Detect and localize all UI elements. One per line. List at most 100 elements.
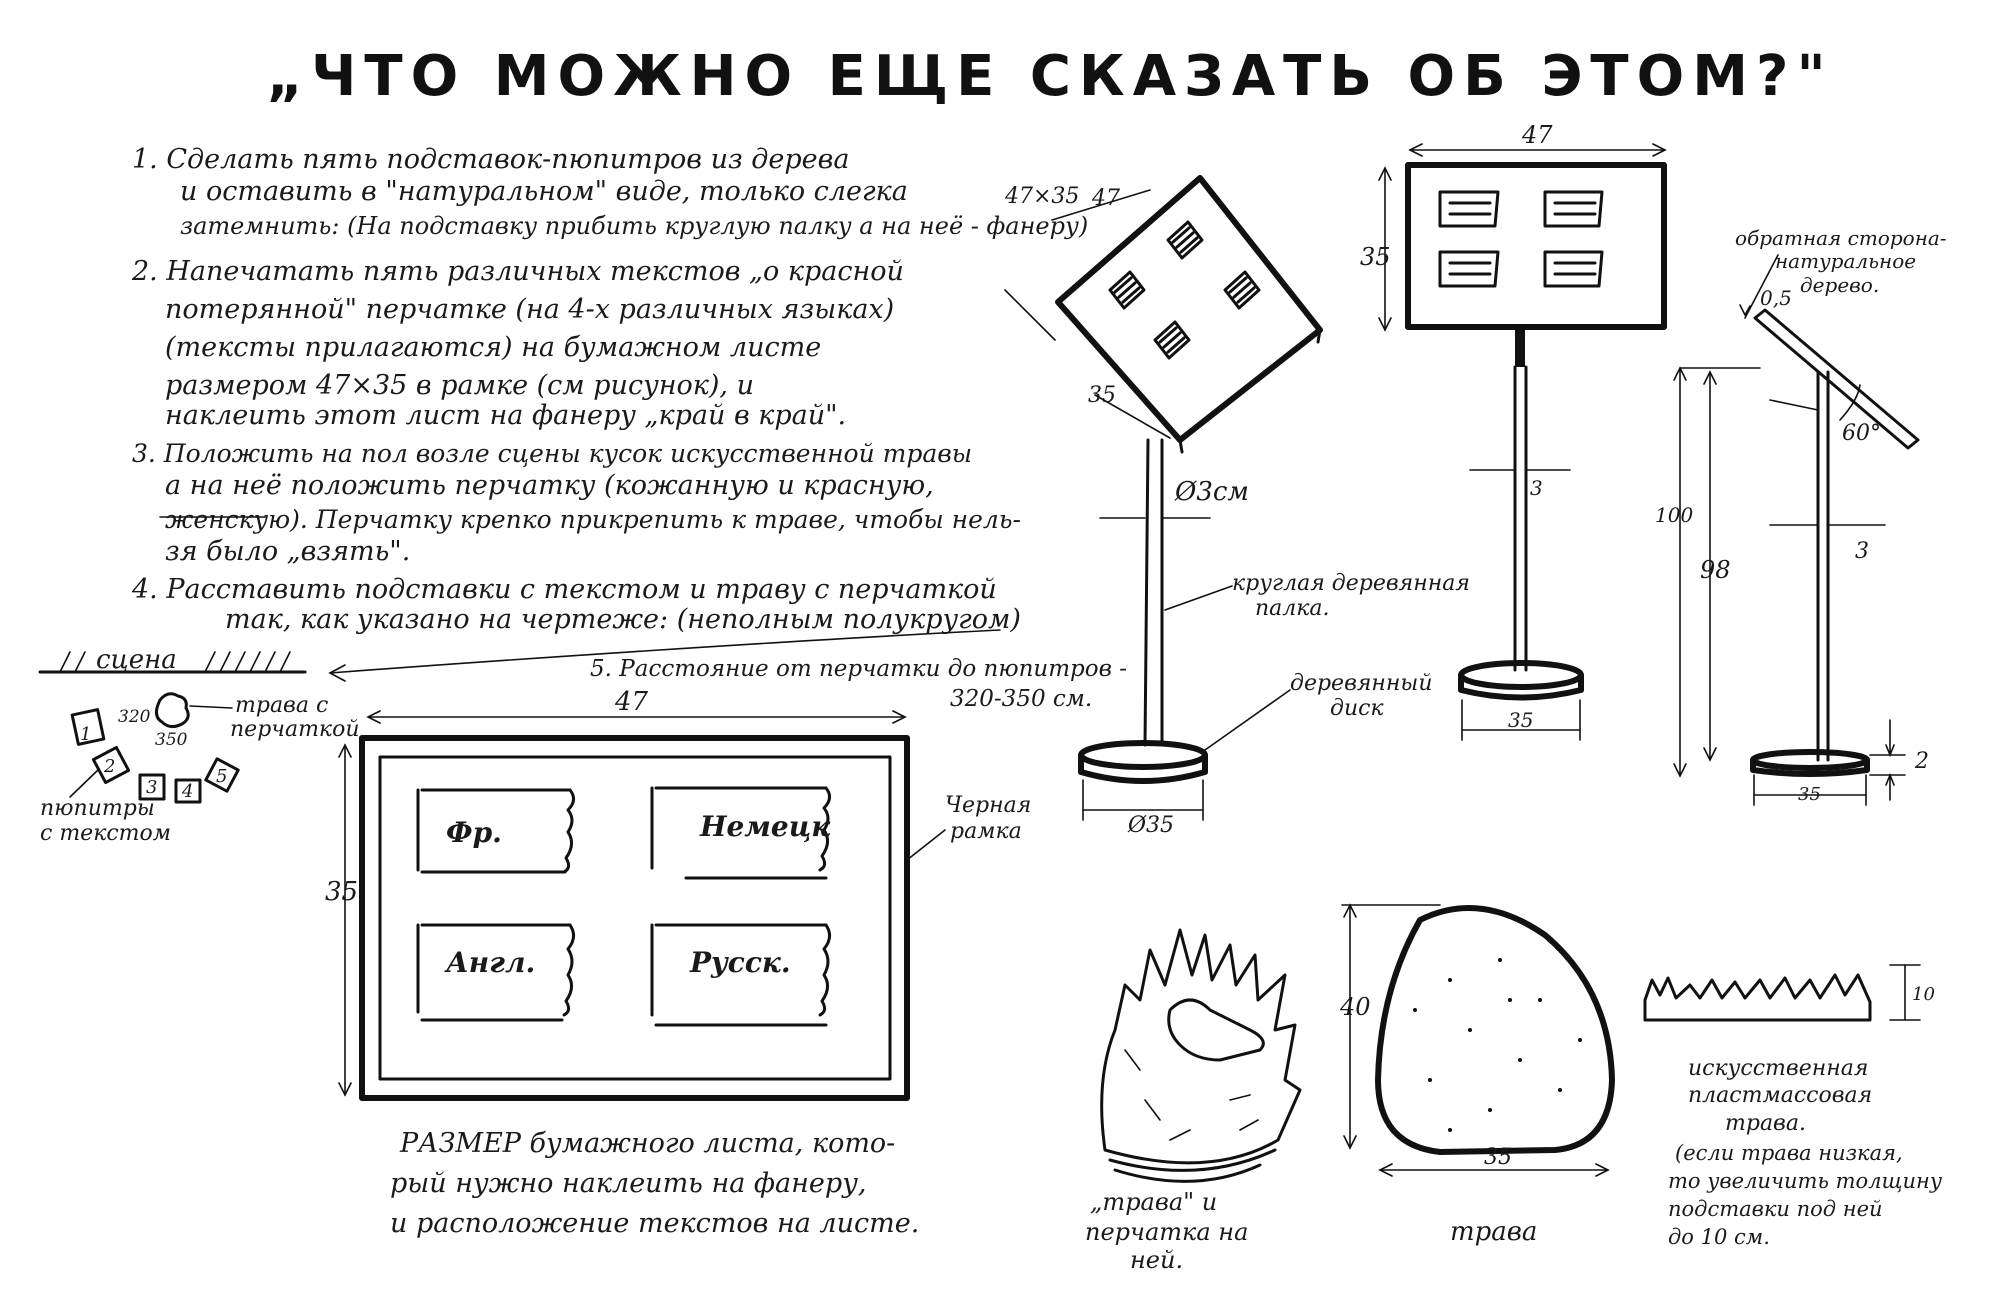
instruction-line: и оставить в "натуральном" виде, только … [180, 176, 908, 207]
grass-outline [1375, 905, 1615, 1155]
disk-label: деревянный [1290, 671, 1433, 696]
instruction-line: женскую). Перчатку крепко прикрепить к т… [165, 505, 1021, 534]
panel-label-german: Немецк [699, 810, 831, 843]
stand-tilted-view: 47×35 47 35 Ø3см круглая деревянная палк… [1004, 175, 1470, 838]
instruction-line: 1. Сделать пять подставок-пюпитров из де… [132, 144, 849, 175]
total-height-dim: 100 [1655, 503, 1693, 527]
plan-stand [91, 745, 131, 785]
grass-dots [1413, 958, 1582, 1132]
plan-stand [204, 757, 240, 793]
board-dims: 47×35 [1004, 184, 1079, 209]
grass-sketch-label: „трава" и [1090, 1188, 1217, 1216]
front-base-disk [1458, 660, 1584, 690]
grass-patch-icon [155, 692, 190, 729]
grass-sketch-label: перчатка на [1085, 1218, 1248, 1246]
board-text-blocks [1108, 220, 1261, 360]
tilt-angle: 60° [1842, 421, 1881, 446]
back-side-label: дерево. [1800, 273, 1879, 297]
plan-stand-number: 1 [80, 724, 91, 745]
sheet-width-dim: 47 [614, 687, 649, 717]
grass-material-label: искусственная [1688, 1056, 1868, 1081]
board-side-dim: 35 [1088, 383, 1116, 408]
instruction-line: потерянной" перчатке (на 4-х различных я… [165, 294, 894, 325]
front-pole-dim: 3 [1530, 476, 1543, 500]
instruction-line: 4. Расставить подставки с текстом и трав… [131, 574, 997, 605]
grass-profile-blades [1643, 973, 1872, 1004]
profile-height-dim: 10 [1912, 984, 1935, 1005]
page-title: „ЧТО МОЖНО ЕЩЕ СКАЗАТЬ ОБ ЭТОМ?" [266, 44, 1833, 109]
stand-side-view: обратная сторона- натуральное дерево. 0,… [1655, 226, 1947, 806]
grass-tufts [1100, 928, 1302, 1165]
side-board [1753, 308, 1920, 450]
pole-diameter: Ø3см [1174, 477, 1249, 507]
grass-label: трава [1450, 1217, 1537, 1247]
sheet-height-dim: 35 [325, 877, 358, 907]
text-panel: Русск. [650, 923, 831, 1027]
frame-label: рамка [950, 819, 1022, 844]
sheet-caption: РАЗМЕР бумажного листа, кото- [399, 1128, 895, 1159]
instruction-line: размером 47×35 в рамке (см рисунок), и [165, 370, 754, 401]
pole-label: палка. [1255, 596, 1330, 621]
instruction-line: (тексты прилагаются) на бумажном листе [165, 332, 821, 363]
side-base-dim: 35 [1798, 784, 1821, 805]
front-board [1405, 162, 1667, 330]
base-thickness-dim: 2 [1914, 749, 1929, 774]
panel-label-russian: Русск. [689, 946, 791, 979]
left-base-disk [1078, 740, 1208, 770]
instruction-line: а на неё положить перчатку (кожанную и к… [165, 470, 934, 501]
grass-profile: 10 искусственная пластмассовая трава. (е… [1643, 964, 1943, 1249]
grass-note: то увеличить толщину [1668, 1169, 1943, 1193]
plan-stand-number: 5 [216, 766, 227, 787]
plan-distance: 350 [155, 730, 188, 750]
plan-stand-number: 3 [146, 777, 157, 798]
plan-stand [138, 773, 166, 801]
plan-stand [174, 778, 202, 804]
grass-plan: 40 35 трава [1339, 903, 1615, 1247]
front-height-dim: 35 [1360, 243, 1391, 271]
sheet-caption: и расположение текстов на листе. [390, 1208, 919, 1239]
glove-icon [1167, 998, 1265, 1062]
pole-label: круглая деревянная [1232, 571, 1470, 596]
sheet-outer-frame [359, 735, 910, 1101]
instruction-line: наклеить этот лист на фанеру „край в кра… [165, 400, 846, 431]
stage-plan: сцена трава с перчаткой 320 350 1 2 3 4 … [38, 629, 1001, 846]
left-pole [1143, 438, 1164, 747]
plan-stands-label: пюпитры [40, 796, 155, 821]
instruction-line: 320-350 см. [950, 686, 1092, 712]
text-panel: Немецк [650, 786, 831, 880]
sheet-inner-frame [378, 755, 892, 1081]
plan-stand [70, 708, 106, 746]
instruction-line: так, как указано на чертеже: (неполным п… [225, 604, 1021, 635]
front-width-dim: 47 [1521, 121, 1553, 149]
grass-sketch-label: ней. [1130, 1246, 1183, 1274]
text-panel: Англ. [416, 923, 575, 1022]
stage-label: сцена [96, 645, 177, 675]
panel-label-english: Англ. [444, 946, 535, 979]
board-top-dim: 47 [1091, 186, 1120, 211]
plan-stand-number: 4 [181, 781, 193, 802]
grass-material-label: трава. [1725, 1111, 1806, 1136]
plan-distance: 320 [118, 707, 151, 727]
instruction-line: затемнить: (На подставку прибить круглую… [180, 212, 1088, 240]
grass-width-dim: 35 [1484, 1145, 1512, 1170]
frame-label: Черная [945, 793, 1031, 818]
grass-material-label: пластмассовая [1688, 1083, 1872, 1108]
plan-stands-label: с текстом [40, 821, 171, 846]
side-pole [1816, 370, 1830, 762]
plan-grass-label: трава с [235, 693, 328, 718]
text-panel: Фр. [416, 788, 575, 874]
instruction-line: 3. Положить на пол возле сцены кусок иск… [132, 439, 972, 468]
instructions-block: 1. Сделать пять подставок-пюпитров из де… [131, 144, 1127, 712]
panel-label-french: Фр. [446, 816, 502, 849]
front-pole-cap [1515, 327, 1525, 367]
side-pole-dim: 3 [1855, 539, 1869, 564]
stand-front-view: 47 35 3 35 деревянный диск [1290, 121, 1667, 741]
instruction-line: зя было „взять". [165, 536, 410, 567]
grass-height-dim: 40 [1339, 993, 1371, 1021]
front-base-dim: 35 [1508, 708, 1533, 732]
back-side-label: натуральное [1775, 249, 1916, 273]
instruction-line: 5. Расстояние от перчатки до пюпитров - [590, 656, 1127, 682]
board-thickness: 0,5 [1760, 286, 1792, 310]
